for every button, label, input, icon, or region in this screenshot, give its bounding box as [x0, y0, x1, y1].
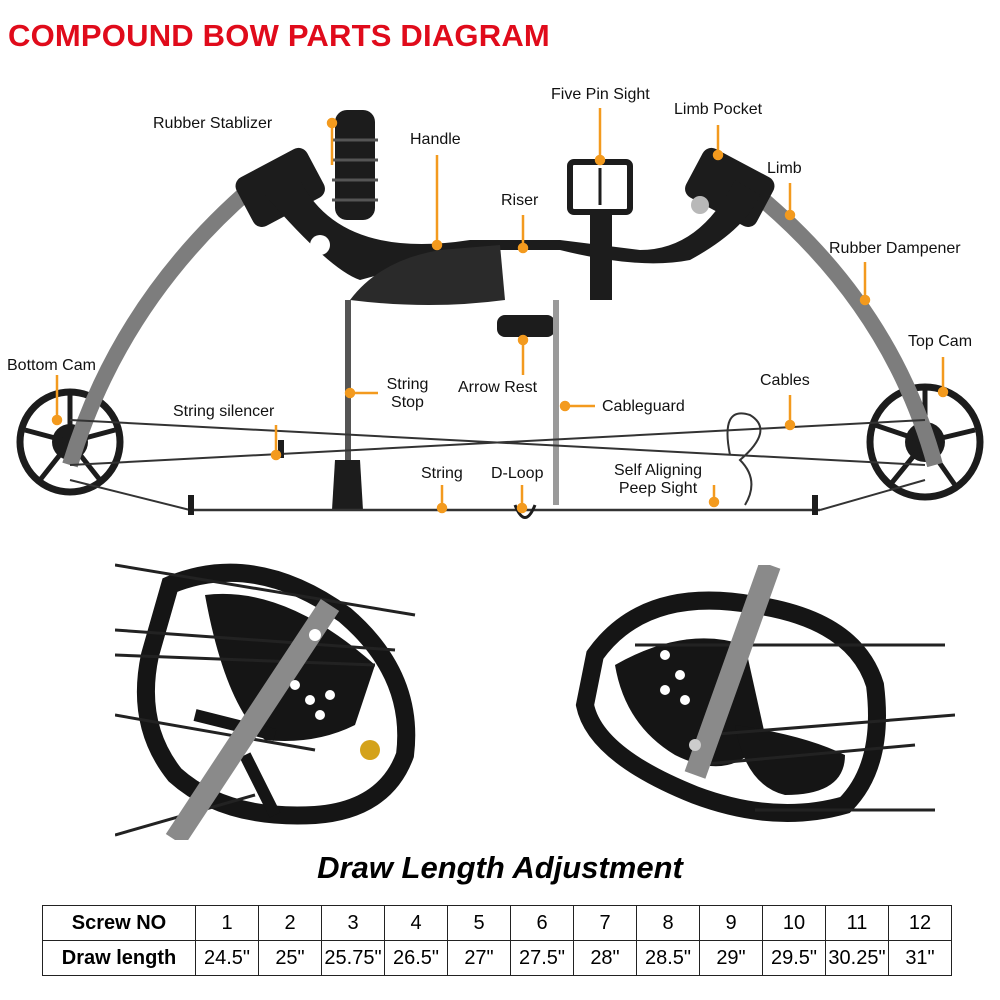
table-cell: 27.5" [510, 940, 574, 976]
table-cell: 24.5" [195, 940, 259, 976]
table-cell: 8 [636, 905, 700, 941]
top-cam-closeup [575, 565, 955, 822]
label-five-pin-sight: Five Pin Sight [551, 86, 650, 103]
table-cell: 28.5" [636, 940, 700, 976]
label-string: String [421, 465, 463, 482]
draw-header: Draw length [42, 940, 196, 976]
label-cables: Cables [760, 372, 810, 389]
label-limb: Limb [767, 160, 802, 177]
table-cell: 9 [699, 905, 763, 941]
label-peep-sight-line2: Peep Sight [618, 480, 698, 497]
peep-sight-loop [726, 412, 762, 506]
label-bottom-cam: Bottom Cam [7, 357, 96, 374]
screw-header: Screw NO [42, 905, 196, 941]
page-title: COMPOUND BOW PARTS DIAGRAM [8, 18, 550, 53]
table-row-screw: Screw NO 1 2 3 4 5 6 7 8 9 10 11 12 [42, 905, 952, 941]
bottom-cam-closeup [115, 563, 416, 840]
table-cell: 1 [195, 905, 259, 941]
left-limb [62, 178, 261, 468]
table-cell: 25.75" [321, 940, 385, 976]
label-d-loop: D-Loop [491, 465, 544, 482]
table-cell: 28" [573, 940, 637, 976]
rubber-stabilizer [332, 110, 378, 220]
table-cell: 25" [258, 940, 322, 976]
string-stop-rod [345, 300, 351, 460]
label-top-cam: Top Cam [908, 333, 973, 350]
table-cell: 30.25" [825, 940, 889, 976]
table-cell: 3 [321, 905, 385, 941]
label-string-stop-line2: Stop [391, 394, 424, 411]
label-peep-sight-line1: Self Aligning [613, 462, 703, 479]
riser [265, 180, 760, 280]
label-rubber-dampener: Rubber Dampener [829, 240, 961, 257]
handle-grip [350, 245, 505, 305]
right-limb [740, 178, 943, 468]
arrow-rest [497, 315, 555, 337]
label-cableguard: Cableguard [602, 398, 685, 415]
table-cell: 2 [258, 905, 322, 941]
table-cell: 6 [510, 905, 574, 941]
label-string-stop-line1: String [386, 376, 429, 393]
left-limb-pocket [235, 147, 325, 227]
label-string-stop: String Stop [380, 376, 435, 412]
table-row-draw: Draw length 24.5" 25" 25.75" 26.5" 27" 2… [42, 940, 952, 976]
table-cell: 11 [825, 905, 889, 941]
label-handle: Handle [410, 131, 461, 148]
five-pin-sight [567, 159, 633, 300]
draw-length-table: Screw NO 1 2 3 4 5 6 7 8 9 10 11 12 Draw… [42, 905, 952, 976]
table-cell: 5 [447, 905, 511, 941]
table-cell: 7 [573, 905, 637, 941]
draw-length-title: Draw Length Adjustment [317, 850, 683, 885]
table-cell: 26.5" [384, 940, 448, 976]
table-cell: 29.5" [762, 940, 826, 976]
table-cell: 31" [888, 940, 952, 976]
table-cell: 12 [888, 905, 952, 941]
label-peep-sight: Self Aligning Peep Sight [607, 462, 709, 498]
callout-leaders [51, 108, 949, 514]
cableguard-rod [553, 300, 559, 505]
table-cell: 10 [762, 905, 826, 941]
compound-bow-illustration [16, 108, 984, 519]
table-cell: 27" [447, 940, 511, 976]
table-cell: 4 [384, 905, 448, 941]
label-riser: Riser [501, 192, 539, 209]
table-cell: 29" [699, 940, 763, 976]
label-rubber-stabilizer: Rubber Stablizer [153, 115, 273, 132]
string-stop-rubber [332, 460, 363, 510]
label-limb-pocket: Limb Pocket [674, 101, 763, 118]
label-string-silencer: String silencer [173, 403, 275, 420]
label-arrow-rest: Arrow Rest [458, 379, 538, 396]
